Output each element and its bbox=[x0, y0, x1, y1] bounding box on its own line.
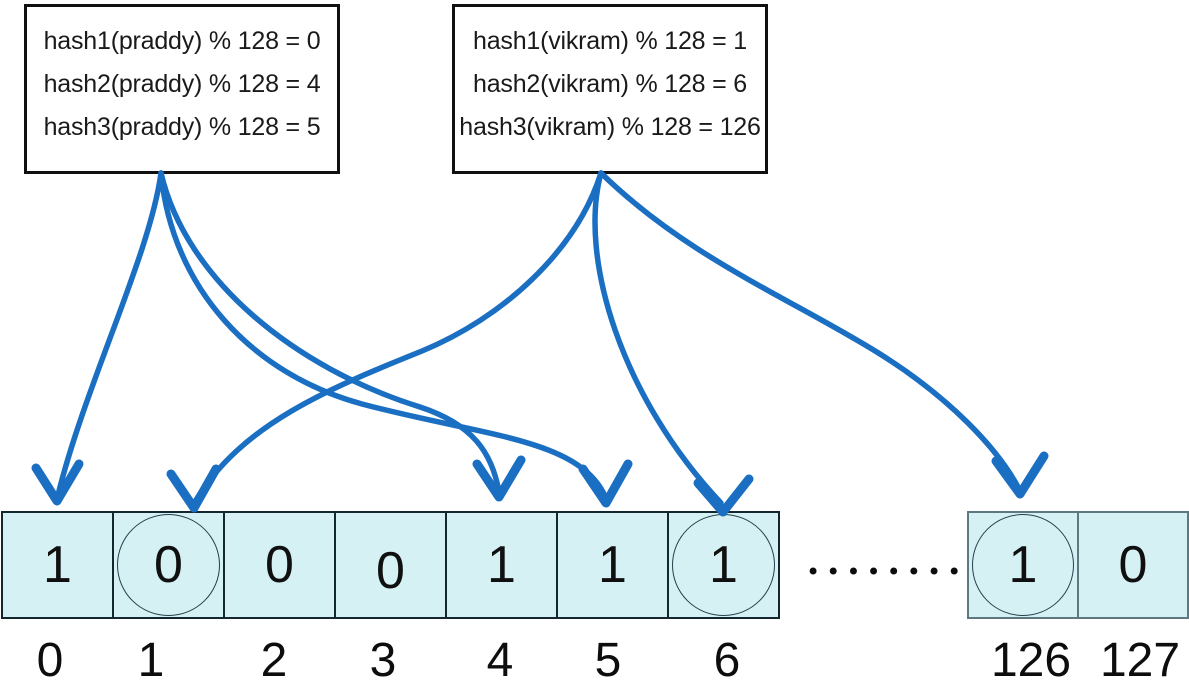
bit-array-main-row: 1 0 0 0 1 1 1 bbox=[1, 511, 780, 619]
arrowhead-cell-5 bbox=[578, 459, 633, 508]
arrow-praddy-to-0 bbox=[55, 170, 164, 498]
bit-cell-5: 1 bbox=[556, 511, 669, 619]
bit-value: 0 bbox=[154, 536, 183, 594]
index-label-2: 2 bbox=[260, 634, 288, 687]
arrowhead-cell-6 bbox=[693, 474, 754, 517]
arrowhead-cell-126 bbox=[991, 451, 1049, 499]
arrowhead-cell-0 bbox=[31, 459, 84, 506]
bit-cell-0: 1 bbox=[1, 511, 114, 619]
bit-cell-4: 1 bbox=[445, 511, 558, 619]
bit-value: 0 bbox=[376, 542, 405, 600]
array-ellipsis-dots: ••••••••• bbox=[806, 558, 988, 586]
bit-value: 0 bbox=[265, 536, 294, 594]
arrow-praddy-to-5 bbox=[158, 170, 608, 499]
hash1-vikram-line: hash1(vikram) % 128 = 1 bbox=[472, 27, 747, 55]
index-label-6: 6 bbox=[713, 634, 741, 687]
index-label-126: 126 bbox=[990, 634, 1072, 687]
index-label-4: 4 bbox=[486, 634, 514, 687]
index-label-0: 0 bbox=[36, 634, 64, 687]
bit-cell-2: 0 bbox=[223, 511, 336, 619]
hash3-praddy-line: hash3(praddy) % 128 = 5 bbox=[43, 113, 321, 141]
arrow-vikram-to-1 bbox=[193, 170, 604, 503]
hash3-vikram-line: hash3(vikram) % 128 = 126 bbox=[459, 113, 761, 141]
bit-cell-1: 0 bbox=[112, 511, 225, 619]
arrowhead-cell-4 bbox=[472, 455, 526, 502]
arrow-praddy-to-4 bbox=[158, 170, 502, 495]
arrow-vikram-to-6 bbox=[592, 170, 724, 506]
bit-value: 1 bbox=[1008, 536, 1038, 594]
index-label-3: 3 bbox=[369, 634, 397, 687]
hash-box-vikram: hash1(vikram) % 128 = 1 hash2(vikram) % … bbox=[452, 4, 768, 174]
hash2-vikram-line: hash2(vikram) % 128 = 6 bbox=[472, 70, 747, 98]
bit-value: 1 bbox=[709, 536, 738, 594]
hash-box-praddy: hash1(praddy) % 128 = 0 hash2(praddy) % … bbox=[24, 4, 340, 174]
bit-array-far-row: 1 0 bbox=[967, 511, 1189, 619]
index-label-127: 127 bbox=[1099, 634, 1181, 687]
bit-cell-126: 1 bbox=[967, 511, 1079, 619]
index-label-5: 5 bbox=[594, 634, 622, 687]
hash2-praddy-line: hash2(praddy) % 128 = 4 bbox=[43, 70, 321, 98]
arrow-vikram-to-126 bbox=[598, 170, 1021, 490]
index-label-1: 1 bbox=[137, 634, 165, 687]
bit-value: 1 bbox=[487, 536, 516, 594]
hash1-praddy-line: hash1(praddy) % 128 = 0 bbox=[43, 27, 321, 55]
bit-cell-3: 0 bbox=[334, 511, 447, 619]
bit-cell-6: 1 bbox=[667, 511, 780, 619]
bit-value: 1 bbox=[598, 536, 627, 594]
bit-value: 1 bbox=[43, 536, 72, 594]
bit-cell-127: 0 bbox=[1077, 511, 1189, 619]
arrowhead-cell-1 bbox=[166, 464, 221, 513]
bit-value: 0 bbox=[1118, 536, 1148, 594]
